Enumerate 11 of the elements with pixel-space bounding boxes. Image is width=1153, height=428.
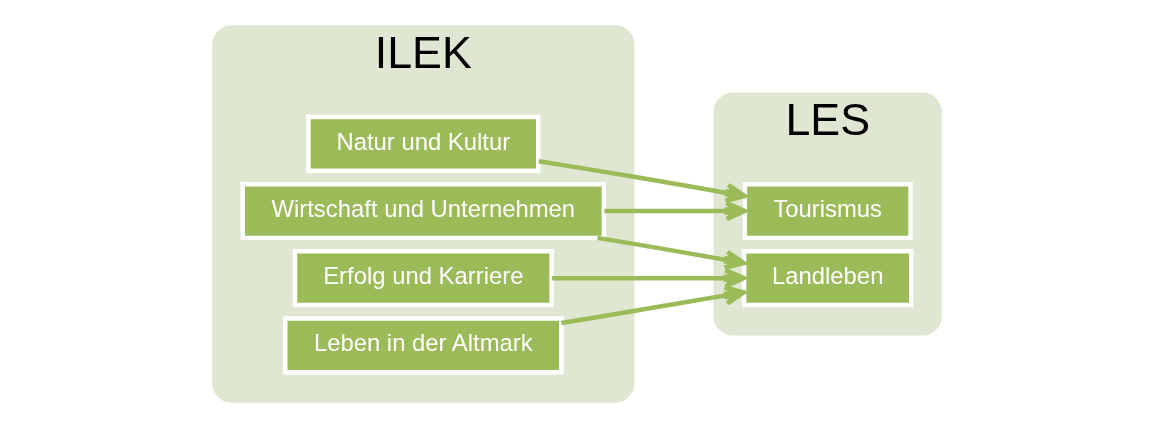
- arrow: [560, 285, 746, 326]
- node-box: Landleben: [741, 249, 913, 308]
- arrow: [537, 159, 747, 204]
- node-box: Wirtschaft und Unternehmen: [240, 181, 606, 241]
- arrow: [551, 267, 746, 289]
- node-box: Leben in der Altmark: [282, 316, 564, 375]
- arrow: [596, 235, 746, 271]
- arrow: [603, 200, 747, 222]
- node-box: Natur und Kultur: [305, 114, 540, 173]
- node-box: Erfolg und Karriere: [292, 249, 554, 308]
- node-box: Tourismus: [742, 181, 913, 241]
